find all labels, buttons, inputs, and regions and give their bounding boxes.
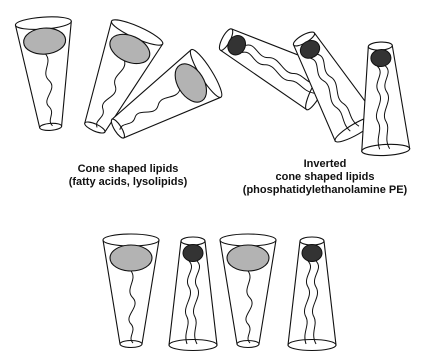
inverted-lipid-3 — [356, 41, 410, 157]
inverted-lipid-group — [211, 17, 410, 157]
cone-caption-line-1: Cone shaped lipids — [28, 163, 228, 176]
inverted-caption-line-3: (phosphatidylethanolamine PE) — [225, 184, 425, 197]
mixed-inverted-lipid-1 — [169, 237, 217, 351]
cone-lipid-1 — [15, 15, 79, 132]
inverted-caption-line-1: Inverted — [225, 158, 425, 171]
cone-lipid-group — [15, 15, 226, 154]
mixed-lipid-group — [103, 234, 336, 351]
inverted-caption-line-2: cone shaped lipids — [225, 171, 425, 184]
cone-lipids-caption: Cone shaped lipids (fatty acids, lysolip… — [28, 163, 228, 189]
mixed-inverted-lipid-2 — [288, 237, 336, 351]
mixed-cone-lipid-2 — [220, 234, 276, 348]
cone-caption-line-2: (fatty acids, lysolipids) — [28, 176, 228, 189]
mixed-cone-lipid-1 — [103, 234, 159, 348]
inverted-lipids-caption: Inverted cone shaped lipids (phosphatidy… — [225, 158, 425, 197]
